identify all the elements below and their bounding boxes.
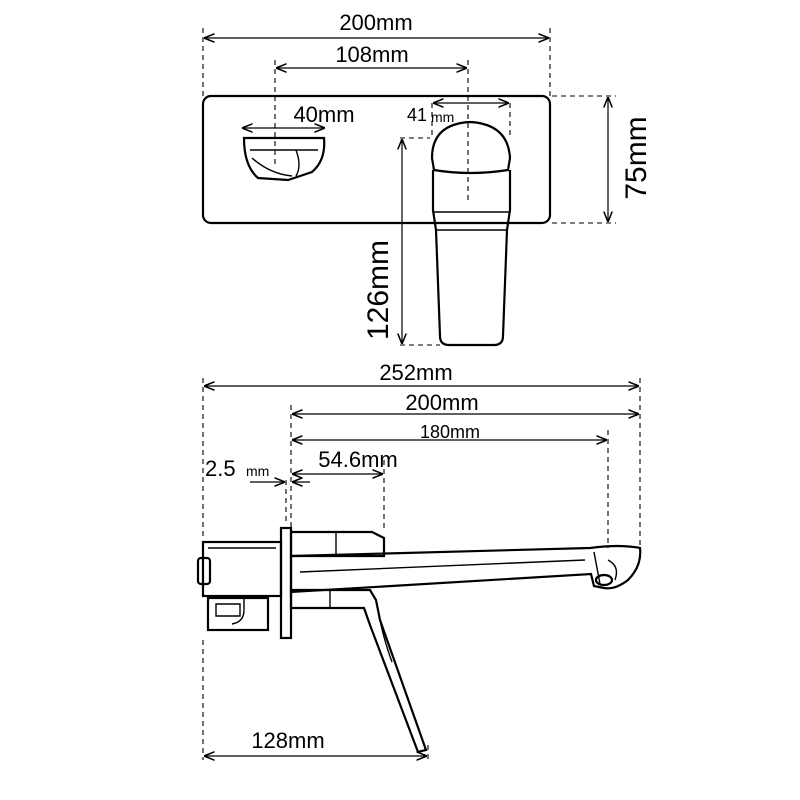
plate-width-label: 200mm [339,10,412,35]
spout-side [289,544,642,594]
side-view: 252mm 200mm 180mm 2.5 mm 54.6mm 128mm [196,360,642,760]
spout-drop-label: 126mm [362,240,395,340]
wall-plate [201,94,552,225]
spout-width-unit: mm [431,109,454,125]
plate-thickness-number: 2.5 [205,456,236,481]
handle-front [242,136,326,182]
handle-length-label: 128mm [251,728,324,753]
wall-plate-side [279,526,293,640]
handle-depth-label: 54.6mm [318,447,397,472]
outlet-reach-label: 180mm [420,422,480,442]
plate-height-label: 75mm [620,116,653,199]
handle-width-label: 40mm [293,102,354,127]
plate-thickness-unit: mm [246,463,269,479]
valve-body [196,540,283,632]
front-view: 200mm 108mm 40mm 41 mm 75mm 126mm [201,10,653,347]
spout-width-number: 41 [407,105,427,125]
valve-lower-block [206,596,270,632]
spout-length-label: 200mm [405,390,478,415]
spout-front [430,120,512,347]
valve-housing [201,540,283,598]
center-spacing-label: 108mm [335,42,408,67]
handle-side [289,530,428,754]
overall-length-label: 252mm [379,360,452,385]
